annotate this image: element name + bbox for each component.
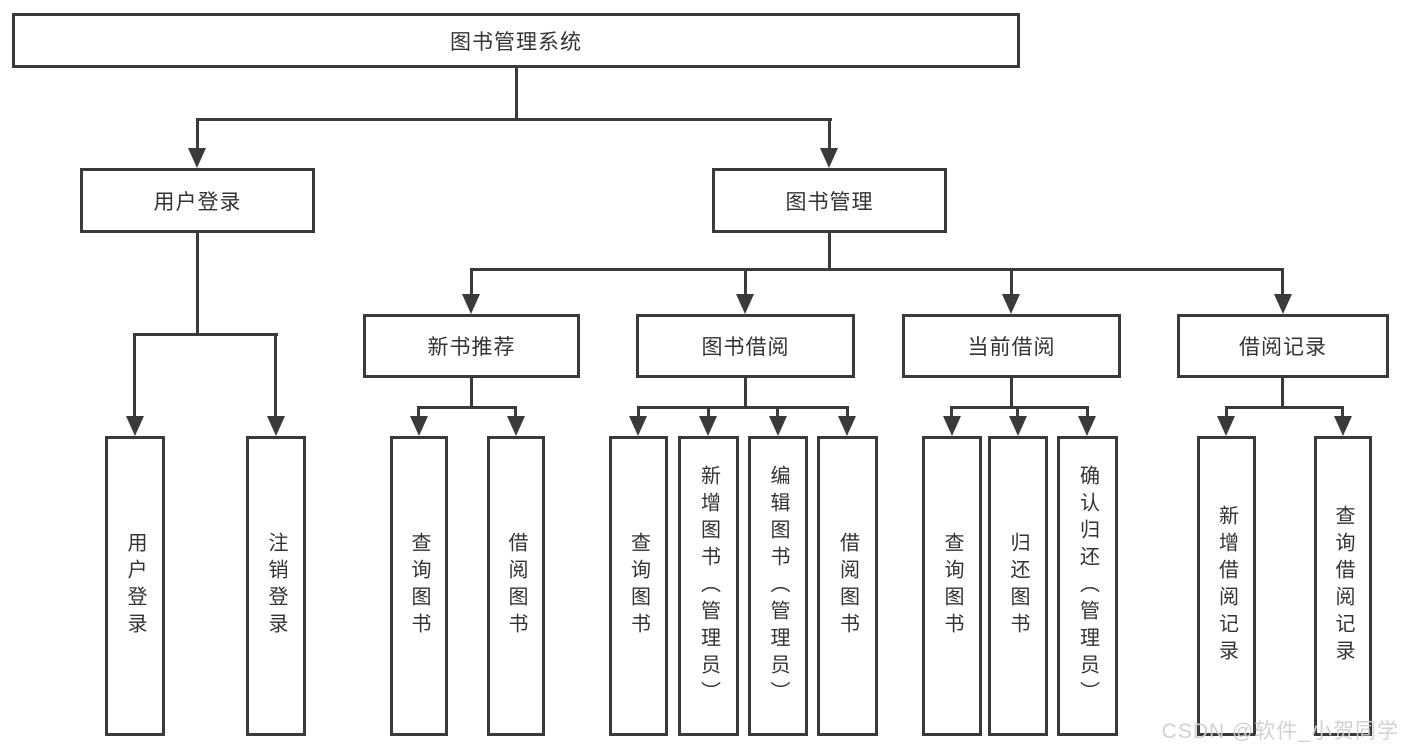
connector-current-drop-2 [1016, 406, 1019, 420]
node-borrow-records: 借阅记录 [1177, 314, 1389, 378]
node-user-login: 用户登录 [80, 168, 315, 233]
connector-borrow-bar [637, 406, 849, 409]
connector-current-bar [950, 406, 1088, 409]
node-book-management-label: 图书管理 [785, 190, 874, 214]
node-current-borrow-label: 当前借阅 [967, 336, 1056, 359]
connector-mgmt-stem [828, 233, 831, 270]
leaf-query-books-current: 查询图书 [922, 436, 982, 736]
leaf-edit-books-admin: 编辑图书（管理员） [748, 436, 808, 736]
arrow-down-icon [1009, 416, 1027, 436]
leaf-borrow-books-recommend: 借阅图书 [487, 436, 545, 736]
connector-mgmt-drop-1 [470, 268, 473, 296]
leaf-add-books-admin: 新增图书（管理员） [678, 436, 739, 736]
node-new-book-recommend-label: 新书推荐 [427, 336, 516, 359]
node-current-borrow: 当前借阅 [902, 314, 1121, 378]
connector-mgmt-drop-4 [1281, 268, 1284, 296]
connector-recommend-bar [417, 406, 517, 409]
connector-mgmt-bar [470, 268, 1284, 271]
arrow-down-icon [629, 416, 647, 436]
arrow-down-icon [769, 416, 787, 436]
connector-borrow-stem [744, 378, 747, 408]
arrow-down-icon [943, 416, 961, 436]
leaf-user-login: 用户登录 [105, 436, 165, 736]
node-root: 图书管理系统 [12, 13, 1020, 68]
connector-recommend-stem [470, 378, 473, 408]
csdn-watermark: CSDN @软件_小贺同学 [1161, 720, 1399, 743]
arrow-down-icon [126, 416, 144, 436]
arrow-down-icon [410, 416, 428, 436]
node-user-login-label: 用户登录 [153, 190, 242, 214]
arrow-down-icon [1078, 416, 1096, 436]
node-book-borrow: 图书借阅 [636, 314, 855, 378]
arrow-down-icon [699, 416, 717, 436]
connector-mgmt-drop-3 [1010, 268, 1013, 296]
leaf-logout-login: 注销登录 [246, 436, 306, 736]
connector-current-drop-3 [1086, 406, 1089, 420]
connector-login-bar [133, 333, 278, 336]
connector-current-stem [1010, 378, 1013, 408]
leaf-confirm-return-admin: 确认归还（管理员） [1057, 436, 1118, 736]
arrow-down-icon [1334, 416, 1352, 436]
connector-borrow-drop-3 [776, 406, 779, 420]
node-book-borrow-label: 图书借阅 [701, 336, 790, 359]
node-new-book-recommend: 新书推荐 [363, 314, 580, 378]
connector-current-drop-1 [950, 406, 953, 420]
connector-recommend-drop-1 [417, 406, 420, 420]
arrow-down-icon [462, 294, 480, 314]
connector-records-drop-1 [1225, 406, 1228, 420]
connector-login-drop-1 [133, 333, 136, 418]
leaf-query-borrow-record: 查询借阅记录 [1314, 436, 1372, 736]
arrow-down-icon [736, 294, 754, 314]
arrow-down-icon [1274, 294, 1292, 314]
leaf-add-borrow-record: 新增借阅记录 [1197, 436, 1256, 736]
connector-records-drop-2 [1341, 406, 1344, 420]
arrow-down-icon [1217, 416, 1235, 436]
connector-book-mgmt-drop [828, 118, 831, 150]
leaf-query-books-borrow: 查询图书 [609, 436, 668, 736]
connector-borrow-drop-1 [637, 406, 640, 420]
node-borrow-records-label: 借阅记录 [1239, 336, 1327, 359]
node-book-management: 图书管理 [712, 168, 947, 233]
connector-records-stem [1281, 378, 1284, 408]
connector-borrow-drop-4 [846, 406, 849, 420]
leaf-return-books: 归还图书 [988, 436, 1048, 736]
arrow-down-icon [188, 148, 206, 168]
leaf-query-books-recommend: 查询图书 [390, 436, 448, 736]
connector-root-stem [515, 68, 518, 121]
arrow-down-icon [838, 416, 856, 436]
connector-mgmt-drop-2 [744, 268, 747, 296]
node-root-label: 图书管理系统 [450, 30, 582, 54]
connector-login-drop-2 [274, 333, 277, 418]
connector-borrow-drop-2 [707, 406, 710, 420]
connector-user-login-drop [196, 118, 199, 150]
leaf-borrow-books-borrow: 借阅图书 [817, 436, 878, 736]
arrow-down-icon [820, 148, 838, 168]
arrow-down-icon [1002, 294, 1020, 314]
connector-login-stem [196, 233, 199, 335]
arrow-down-icon [267, 416, 285, 436]
arrow-down-icon [507, 416, 525, 436]
connector-recommend-drop-2 [514, 406, 517, 420]
connector-root-bar [196, 118, 832, 121]
connector-records-bar [1225, 406, 1344, 409]
